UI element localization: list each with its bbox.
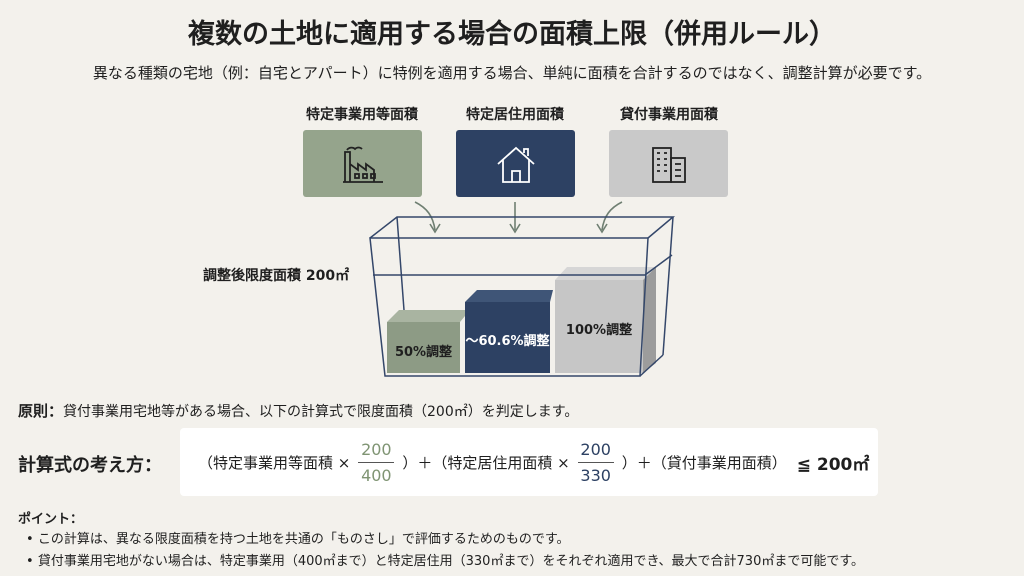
house-icon <box>496 146 535 183</box>
fraction-denominator: 330 <box>580 465 611 485</box>
business-box <box>303 130 422 197</box>
limit-line <box>373 254 673 276</box>
fraction-denominator: 400 <box>361 465 392 485</box>
arrow-rental <box>601 201 623 231</box>
block-label-rental: 100%調整 <box>565 323 633 338</box>
arrows <box>414 201 623 234</box>
points-heading: ポイント： <box>18 512 84 527</box>
arrow-business <box>414 201 436 231</box>
formula-term1: （特定事業用等面積 × <box>198 453 351 472</box>
formula-term3: ）＋（貸付事業用面積） <box>621 453 787 472</box>
formula-rhs: ≦ 200㎡ <box>796 454 870 475</box>
building-icon <box>651 146 686 183</box>
page-title: 複数の土地に適用する場合の面積上限（併用ルール） <box>188 19 836 50</box>
principle: 原則：貸付事業用宅地等がある場合、以下の計算式で限度面積（200㎡）を判定します… <box>18 400 578 421</box>
container-outline <box>369 216 676 377</box>
principle-heading: 原則： <box>18 402 64 420</box>
residential-box <box>456 130 575 197</box>
point-item: • 貸付事業用宅地がない場合は、特定事業用（400㎡まで）と特定居住用（330㎡… <box>26 554 865 569</box>
principle-text: 貸付事業用宅地等がある場合、以下の計算式で限度面積（200㎡）を判定します。 <box>63 404 579 420</box>
block-residential <box>465 290 553 373</box>
block-label-business: 50%調整 <box>394 345 453 360</box>
block-label-residential: 〜60.6%調整 <box>465 334 550 349</box>
point-text: 貸付事業用宅地がない場合は、特定事業用（400㎡まで）と特定居住用（330㎡まで… <box>37 554 865 569</box>
point-item: • この計算は、異なる限度面積を持つ土地を共通の「ものさし」で評価するためのもの… <box>26 532 570 547</box>
point-text: この計算は、異なる限度面積を持つ土地を共通の「ものさし」で評価するためのものです… <box>37 532 570 547</box>
container-diagram <box>369 201 676 377</box>
category-label-residential: 特定居住用面積 <box>466 107 564 123</box>
formula-term2: ）＋（特定居住用面積 × <box>402 453 570 472</box>
category-label-business: 特定事業用等面積 <box>306 107 418 123</box>
rental-box <box>609 130 728 197</box>
block-rental <box>555 267 656 373</box>
fraction-numerator: 200 <box>580 439 611 459</box>
limit-label: 調整後限度面積 200㎡ <box>203 268 350 284</box>
subtitle: 異なる種類の宅地（例：自宅とアパート）に特例を適用する場合、単純に面積を合計する… <box>92 64 932 82</box>
fraction-numerator: 200 <box>361 439 392 459</box>
factory-icon <box>342 146 383 183</box>
category-label-rental: 貸付事業用面積 <box>620 107 718 123</box>
block-business <box>387 310 470 373</box>
formula-heading: 計算式の考え方： <box>18 455 162 476</box>
